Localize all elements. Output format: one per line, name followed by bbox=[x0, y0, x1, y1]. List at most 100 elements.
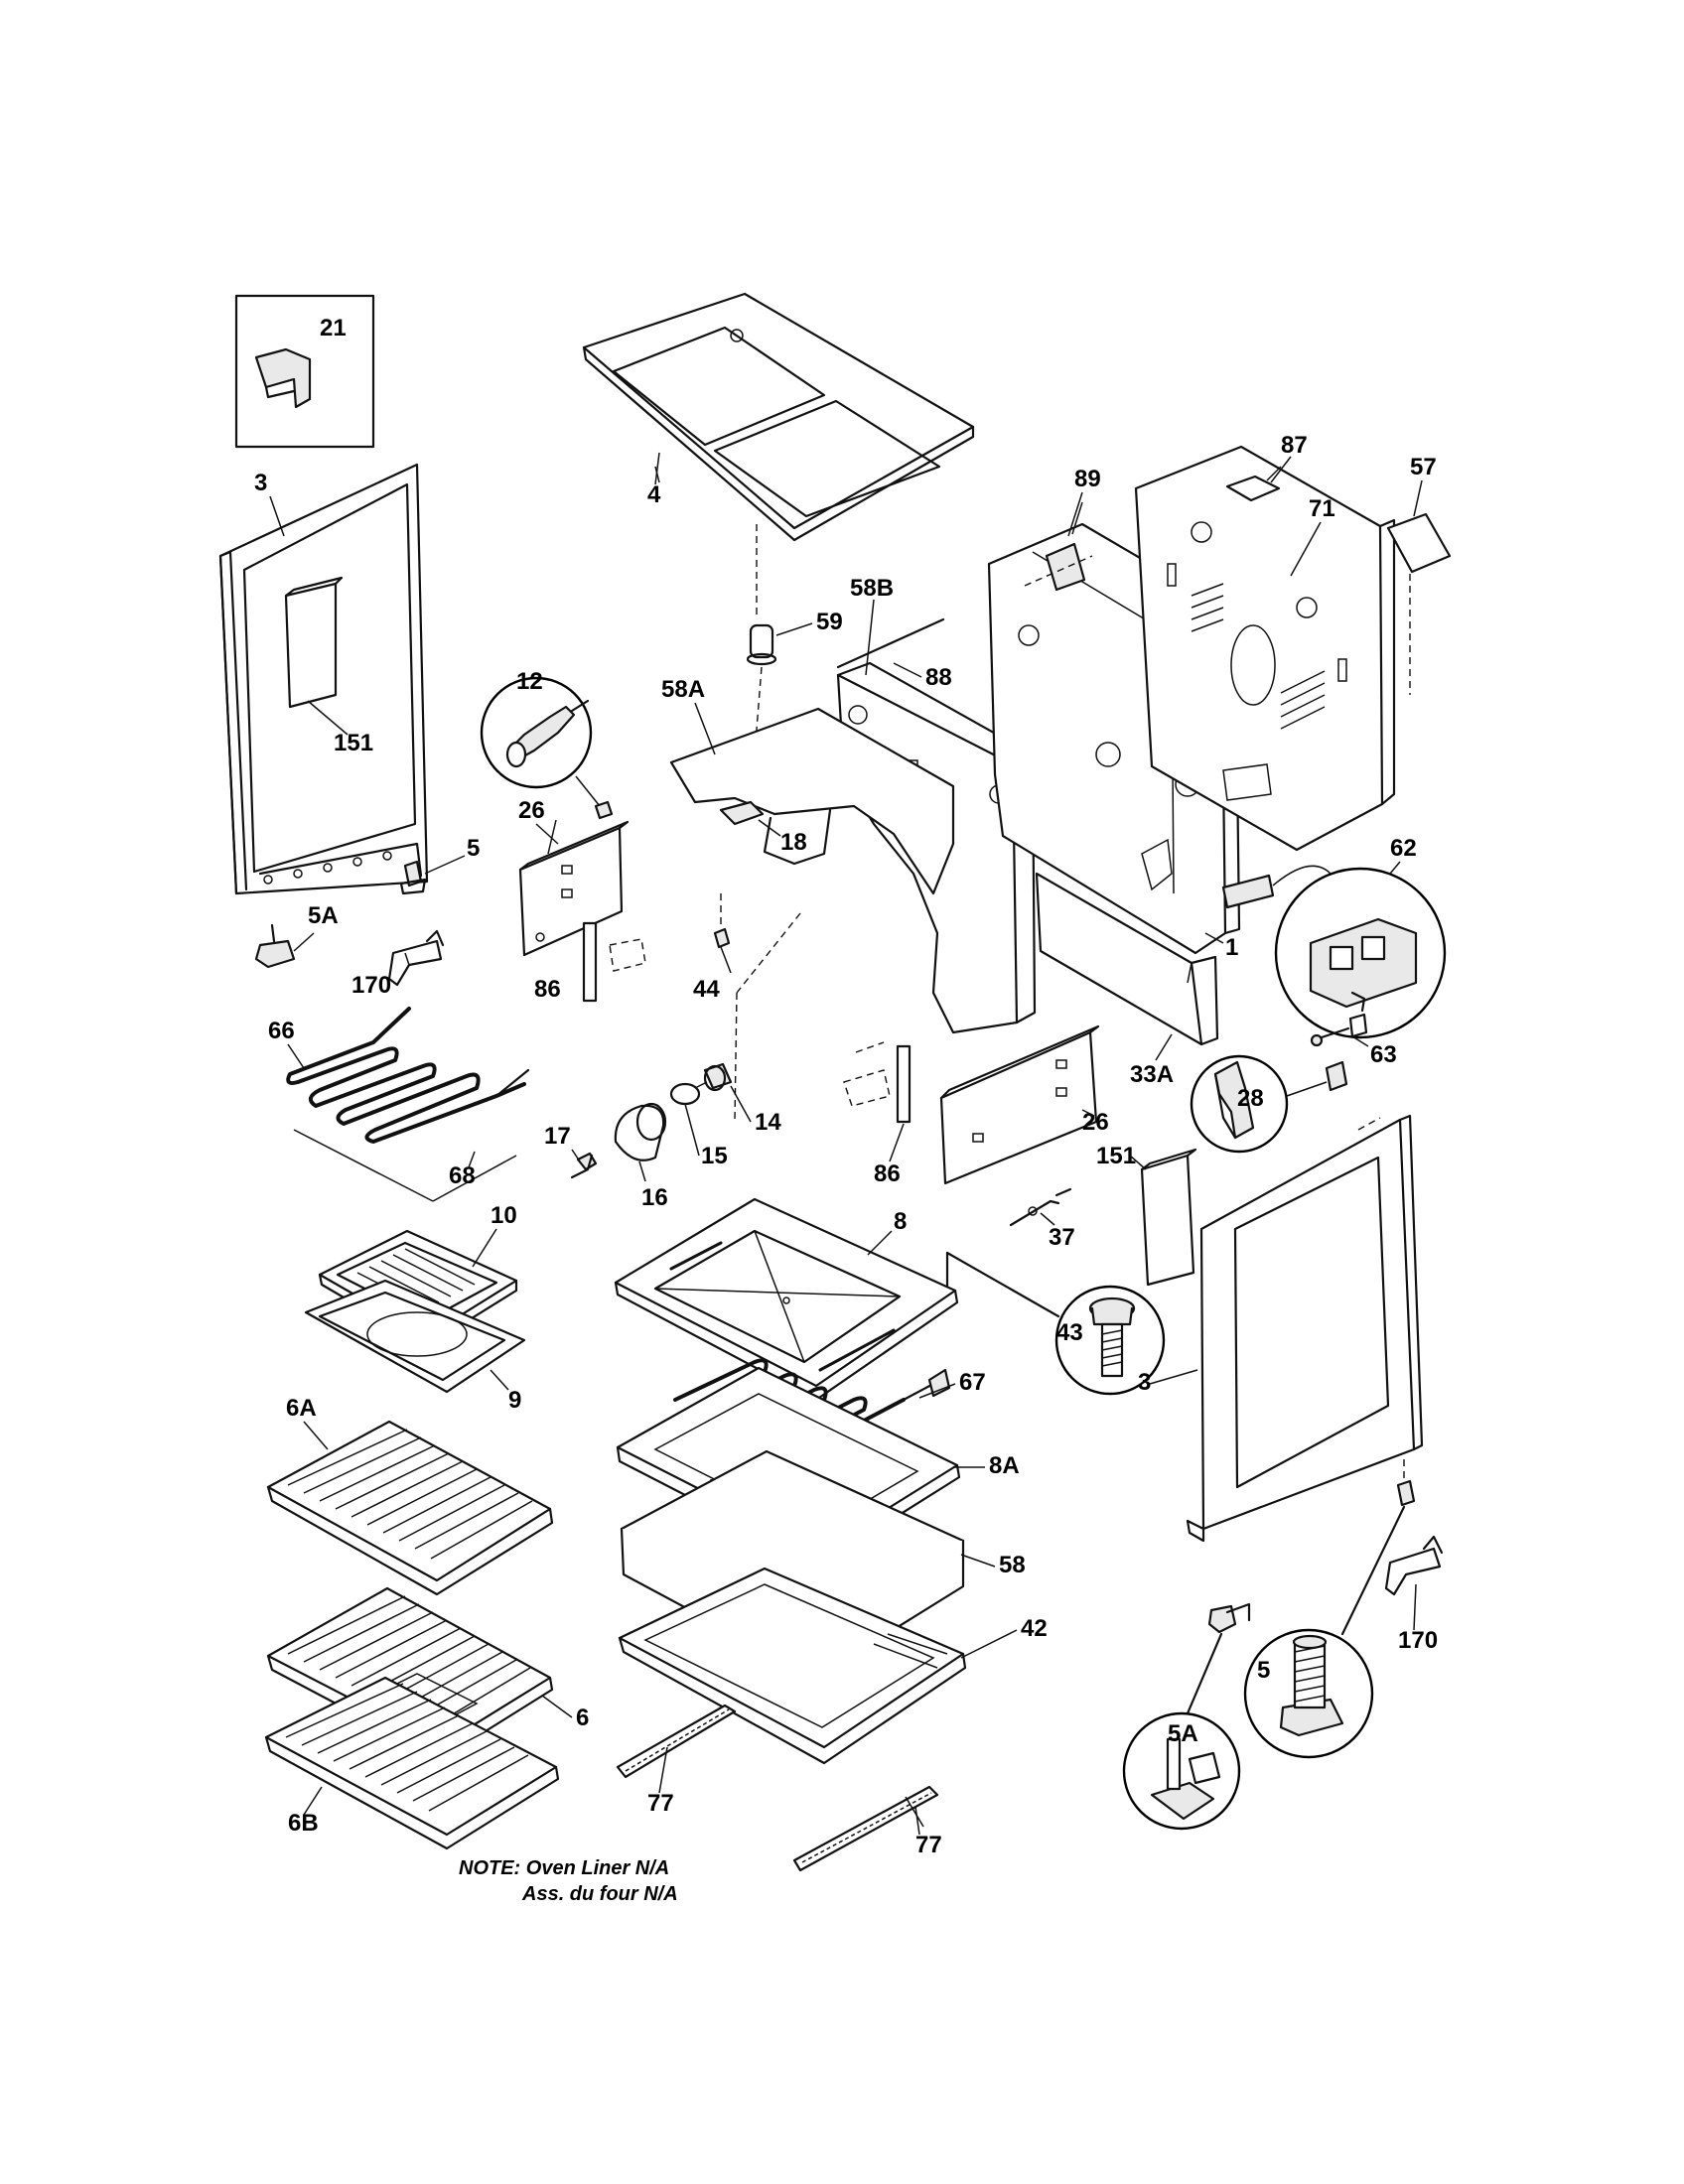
label-33a: 33A bbox=[1130, 1061, 1174, 1088]
part-5a-left-foot bbox=[254, 923, 315, 969]
part-77-left-slide bbox=[616, 1704, 737, 1779]
part-151-right-bracket bbox=[1140, 1148, 1197, 1287]
label-151-left: 151 bbox=[334, 730, 373, 756]
part-6a-rack bbox=[266, 1420, 554, 1596]
part-5-right-leveler bbox=[1340, 1459, 1416, 1636]
part-62-callout bbox=[1274, 867, 1447, 1047]
part-6b-rack bbox=[264, 1676, 560, 1850]
label-5-left: 5 bbox=[467, 835, 480, 862]
label-57: 57 bbox=[1410, 454, 1437, 480]
part-5-left-leveler bbox=[399, 855, 466, 895]
part-12-callout bbox=[480, 676, 614, 820]
label-4: 4 bbox=[647, 481, 661, 508]
note: NOTE: Oven Liner N/A Ass. du four N/A bbox=[459, 1857, 678, 1905]
label-28: 28 bbox=[1237, 1085, 1264, 1112]
label-5a-right: 5A bbox=[1168, 1720, 1198, 1747]
label-6: 6 bbox=[576, 1705, 589, 1731]
note-line-2: Ass. du four N/A bbox=[521, 1883, 678, 1905]
part-14-socket bbox=[703, 1062, 733, 1092]
label-89: 89 bbox=[1074, 466, 1101, 492]
part-86-left-bracket bbox=[582, 921, 646, 1003]
part-16-lens bbox=[614, 1102, 667, 1182]
label-10: 10 bbox=[491, 1202, 517, 1229]
label-16: 16 bbox=[641, 1184, 668, 1211]
label-6a: 6A bbox=[286, 1395, 317, 1422]
label-63: 63 bbox=[1370, 1041, 1397, 1068]
part-17-clip bbox=[570, 1152, 598, 1179]
label-1: 1 bbox=[1225, 934, 1238, 961]
part-26-left-rail bbox=[518, 819, 630, 957]
part-33a-rail bbox=[1155, 962, 1202, 1061]
label-151-right: 151 bbox=[1096, 1143, 1136, 1169]
part-37-wire bbox=[1009, 1187, 1072, 1227]
label-8a: 8A bbox=[989, 1452, 1020, 1479]
label-8: 8 bbox=[894, 1208, 907, 1235]
part-62-terminal-block bbox=[1221, 865, 1332, 909]
leader-lines bbox=[269, 456, 1423, 1836]
label-58: 58 bbox=[999, 1552, 1026, 1578]
label-71: 71 bbox=[1309, 495, 1335, 522]
label-170-left: 170 bbox=[351, 972, 391, 999]
note-line-1: NOTE: Oven Liner N/A bbox=[459, 1857, 669, 1879]
label-58b: 58B bbox=[850, 575, 894, 602]
label-21: 21 bbox=[320, 315, 347, 341]
label-17: 17 bbox=[544, 1123, 571, 1150]
part-44-clip bbox=[713, 893, 732, 974]
part-5a-right-foot bbox=[1186, 1602, 1251, 1715]
right-side-panel bbox=[1186, 1114, 1424, 1543]
label-5-right: 5 bbox=[1257, 1657, 1270, 1684]
label-77-right: 77 bbox=[915, 1832, 942, 1858]
label-15: 15 bbox=[701, 1143, 728, 1169]
part-170-left-bracket bbox=[387, 929, 445, 987]
label-66: 66 bbox=[268, 1018, 295, 1044]
label-26-left: 26 bbox=[518, 797, 545, 824]
label-170-right: 170 bbox=[1398, 1627, 1438, 1654]
label-58a: 58A bbox=[661, 676, 705, 703]
part-89-bracket bbox=[1045, 501, 1086, 592]
part-59-sensor bbox=[746, 623, 777, 755]
label-12: 12 bbox=[516, 668, 543, 695]
part-42-bottom-panel bbox=[618, 1567, 967, 1765]
part-86-right-bracket bbox=[843, 1041, 912, 1124]
part-43-callout bbox=[945, 1251, 1166, 1396]
label-67: 67 bbox=[959, 1369, 986, 1396]
part-28-callout bbox=[1190, 1054, 1348, 1154]
part-8-oven-bottom bbox=[614, 1197, 959, 1402]
label-9: 9 bbox=[508, 1387, 521, 1414]
part-5-right-callout bbox=[1243, 1628, 1374, 1759]
label-86-left: 86 bbox=[534, 976, 561, 1003]
label-86-right: 86 bbox=[874, 1160, 901, 1187]
label-3-right: 3 bbox=[1138, 1369, 1151, 1396]
top-panel bbox=[582, 292, 975, 615]
label-6b: 6B bbox=[288, 1810, 319, 1837]
part-21-inset bbox=[234, 294, 375, 449]
label-14: 14 bbox=[755, 1109, 781, 1136]
label-42: 42 bbox=[1021, 1615, 1048, 1642]
label-77-left: 77 bbox=[647, 1790, 674, 1817]
part-9-broiler-pan bbox=[304, 1279, 526, 1394]
label-68: 68 bbox=[449, 1162, 476, 1189]
part-71-rear-cover bbox=[1134, 445, 1396, 852]
label-5a-left: 5A bbox=[308, 902, 339, 929]
part-151-left-bracket bbox=[284, 576, 349, 736]
label-88: 88 bbox=[925, 664, 952, 691]
label-44: 44 bbox=[693, 976, 720, 1003]
label-59: 59 bbox=[816, 609, 843, 635]
label-26-right: 26 bbox=[1082, 1109, 1109, 1136]
part-5a-right-callout bbox=[1122, 1711, 1241, 1831]
label-18: 18 bbox=[780, 829, 807, 856]
part-58a-top-insulation bbox=[669, 617, 955, 895]
part-18-clip bbox=[719, 800, 781, 837]
label-87: 87 bbox=[1281, 432, 1308, 459]
part-15-bulb bbox=[669, 1081, 708, 1106]
label-37: 37 bbox=[1049, 1224, 1075, 1251]
part-87-bracket bbox=[1225, 466, 1282, 502]
part-77-right-slide bbox=[792, 1785, 939, 1872]
label-43: 43 bbox=[1056, 1319, 1083, 1346]
part-26-right-rail bbox=[939, 1024, 1100, 1185]
label-3-left: 3 bbox=[254, 470, 267, 496]
labels: 21 3 151 5 5A 170 4 59 58B 88 58A 12 18 … bbox=[254, 315, 1438, 1858]
part-66-broil-element bbox=[286, 1007, 530, 1202]
part-57-cover bbox=[1386, 512, 1452, 695]
